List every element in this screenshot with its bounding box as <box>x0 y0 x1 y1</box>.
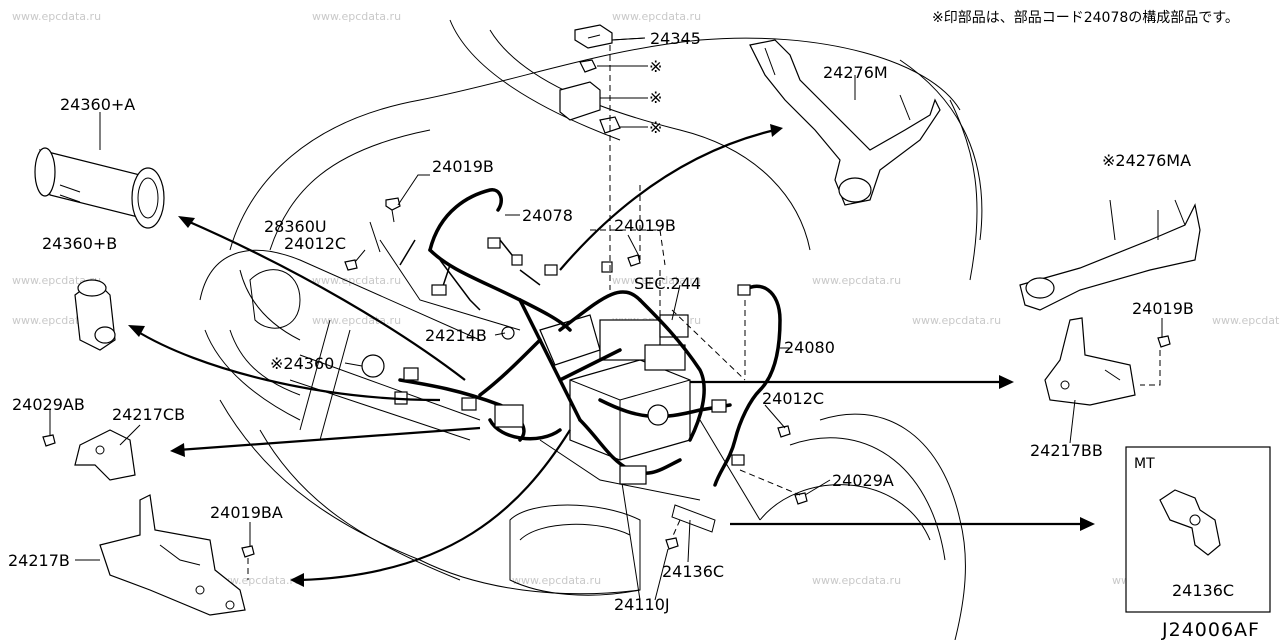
component-mark: ※ <box>649 118 662 137</box>
watermark: www.epcdata.ru <box>1212 314 1280 327</box>
connector <box>403 367 419 381</box>
part-label: 24019B <box>1132 299 1194 318</box>
part-label: 24345 <box>650 29 701 48</box>
connector <box>431 284 447 296</box>
mt-inset-label: MT <box>1134 456 1155 472</box>
note-text: ※印部品は、部品コード24078の構成部品です。 <box>932 10 1239 26</box>
part-label: 24217CB <box>112 405 185 424</box>
connector <box>737 284 751 296</box>
part-24360B <box>74 279 116 351</box>
watermark: www.epcdata.ru <box>612 10 701 23</box>
watermark: www.epcdata.ru <box>812 274 901 287</box>
bolts <box>42 197 1171 558</box>
bracket-24136C <box>671 504 716 533</box>
connector <box>461 397 477 411</box>
part-label: 24012C <box>284 234 346 253</box>
watermark: www.epcdata.ru <box>812 574 901 587</box>
part-labels: 24345 24276M 24360+A 24019B 28360U 24078… <box>8 29 1234 614</box>
connector <box>711 399 727 413</box>
connector <box>619 465 647 485</box>
part-24276M <box>749 39 941 206</box>
part-label: 24029AB <box>12 395 85 414</box>
part-24217CB <box>74 429 136 481</box>
part-label: 24019B <box>614 216 676 235</box>
connector <box>731 454 745 466</box>
part-label: 24276M <box>823 63 888 82</box>
relay-block-parts <box>559 24 648 290</box>
connector <box>494 404 524 428</box>
connector <box>601 261 613 273</box>
watermark: www.epcdata.ru <box>12 274 101 287</box>
watermark: www.epcdata.ru <box>512 574 601 587</box>
part-label: 24019B <box>432 157 494 176</box>
component-mark: ※ <box>649 88 662 107</box>
connector <box>361 354 385 378</box>
part-label: 24012C <box>762 389 824 408</box>
part-label: 24080 <box>784 338 835 357</box>
watermark-layer: www.epcdata.ru www.epcdata.ru www.epcdat… <box>12 10 1280 587</box>
part-label: 28360U <box>264 217 327 236</box>
part-label: 24217B <box>8 551 70 570</box>
watermark: www.epcdata.ru <box>212 574 301 587</box>
diagram-code: J24006AF <box>1161 619 1260 640</box>
direction-arrows <box>128 124 1095 587</box>
part-24360A <box>34 147 165 229</box>
part-label: 24214B <box>425 326 487 345</box>
watermark: www.epcdata.ru <box>912 314 1001 327</box>
car-body-outline <box>199 19 983 640</box>
watermark: www.epcdata.ru <box>312 314 401 327</box>
part-24276MA <box>1019 199 1201 311</box>
mt-inset: MT <box>1125 446 1271 613</box>
part-label: 24136C <box>1172 581 1234 600</box>
part-label: 24217BB <box>1030 441 1103 460</box>
watermark: www.epcdata.ru <box>312 274 401 287</box>
part-label: 24019BA <box>210 503 283 522</box>
part-label: 24360+A <box>60 95 135 114</box>
connector <box>501 326 515 340</box>
main-wire-harness <box>361 188 732 485</box>
part-label: SEC.244 <box>634 274 701 293</box>
part-24217BB <box>1044 317 1136 406</box>
watermark: www.epcdata.ru <box>12 10 101 23</box>
watermark: www.epcdata.ru <box>312 10 401 23</box>
component-mark: ※ <box>649 57 662 76</box>
part-24217B <box>99 494 246 616</box>
connector <box>647 404 669 426</box>
reference-lines <box>247 229 1161 580</box>
connector <box>511 254 523 266</box>
engine-bay-components <box>539 314 691 461</box>
harness-24080 <box>671 284 782 533</box>
part-label: ※24360 <box>270 354 334 373</box>
watermark: www.epcdata.ru <box>612 274 701 287</box>
part-label: 24136C <box>662 562 724 581</box>
part-label: ※24276MA <box>1102 151 1191 170</box>
part-label: 24029A <box>832 471 894 490</box>
part-label: 24360+B <box>42 234 117 253</box>
connector <box>487 237 501 249</box>
connector <box>544 264 558 276</box>
part-label: 24078 <box>522 206 573 225</box>
part-label: 24110J <box>614 595 670 614</box>
